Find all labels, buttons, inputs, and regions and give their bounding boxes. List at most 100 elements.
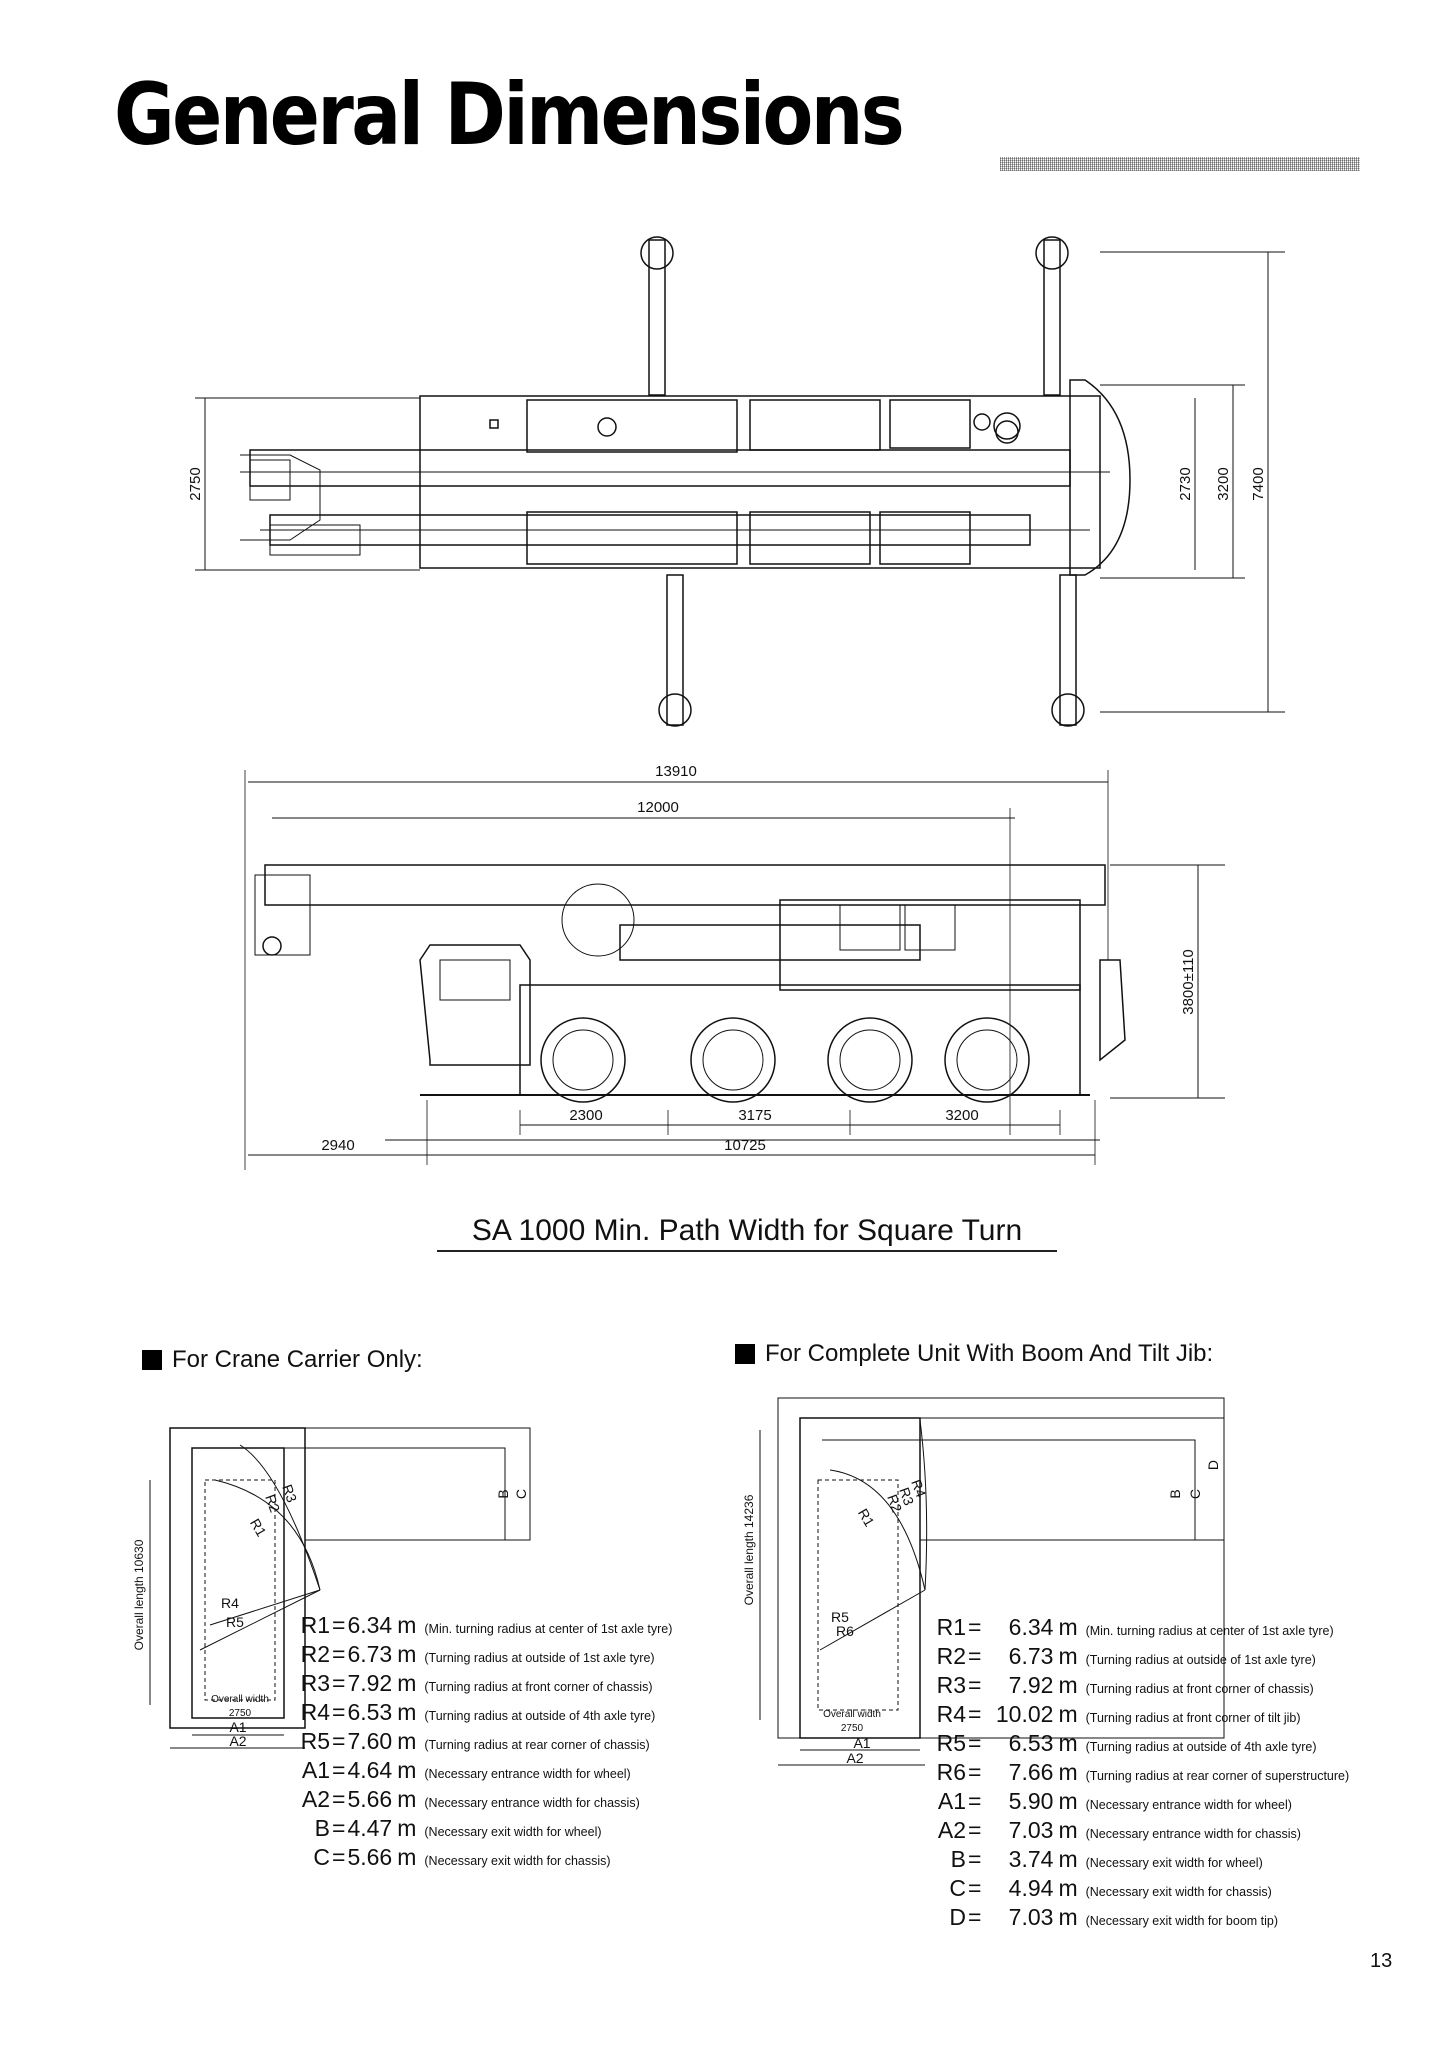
spec-description: (Turning radius at outside of 4th axle t…: [1085, 1740, 1317, 1754]
dim-2730: 2730: [1177, 467, 1194, 500]
label-a2-right: A2: [846, 1750, 863, 1766]
left-turn-diagram: R1 R2 R3 R4 R5 A1 A2 B C Overall length …: [132, 1427, 531, 1749]
spec-unit: m: [1058, 1672, 1078, 1698]
spec-symbol: B: [950, 1846, 966, 1872]
width-value-left: 2750: [229, 1708, 252, 1719]
label-r2-left: R2: [262, 1492, 283, 1514]
spec-equals: =: [968, 1643, 982, 1669]
spec-symbol: C: [313, 1844, 330, 1870]
spec-symbol: R2: [300, 1641, 330, 1667]
spec-equals: =: [968, 1817, 982, 1843]
spec-value: 5.66: [347, 1844, 393, 1870]
dim-3200-side: 3200: [945, 1107, 978, 1124]
spec-symbol: R4: [300, 1699, 330, 1725]
spec-value: 7.66: [1008, 1759, 1054, 1785]
spec-value: 6.34: [1008, 1614, 1054, 1640]
spec-symbol: B: [314, 1815, 330, 1841]
spec-description: (Necessary entrance width for chassis): [424, 1796, 640, 1810]
spec-unit: m: [1058, 1701, 1078, 1727]
square-bullet-icon: [142, 1350, 162, 1370]
spec-value: 5.66: [347, 1786, 393, 1812]
left-panel-heading: For Crane Carrier Only:: [142, 1346, 423, 1374]
spec-unit: m: [1058, 1643, 1078, 1669]
spec-unit: m: [397, 1612, 417, 1638]
spec-symbol: R5: [936, 1730, 966, 1756]
spec-description: (Necessary exit width for boom tip): [1085, 1914, 1279, 1928]
spec-description: (Necessary exit width for chassis): [424, 1854, 611, 1868]
spec-symbol: R2: [936, 1643, 966, 1669]
spec-value: 6.53: [347, 1699, 393, 1725]
spec-symbol: A1: [301, 1757, 330, 1783]
dim-7400: 7400: [1250, 467, 1267, 500]
overall-length-right: Overall length 14236: [742, 1494, 756, 1605]
label-r6-right: R6: [836, 1623, 854, 1639]
spec-description: (Necessary exit width for chassis): [1085, 1885, 1272, 1899]
spec-description: (Necessary entrance width for chassis): [1085, 1827, 1301, 1841]
spec-equals: =: [968, 1701, 982, 1727]
spec-equals: =: [332, 1844, 346, 1870]
label-r1-right: R1: [855, 1506, 878, 1530]
spec-value: 7.60: [347, 1728, 393, 1754]
spec-equals: =: [968, 1730, 982, 1756]
spec-symbol: A2: [301, 1786, 330, 1812]
spec-equals: =: [332, 1786, 346, 1812]
spec-equals: =: [968, 1904, 982, 1930]
square-bullet-icon: [735, 1344, 755, 1364]
right-turn-diagram: R1 R2 R3 R4 R5 R6 A1 A2 B C D Overall le…: [742, 1397, 1225, 1766]
spec-equals: =: [968, 1875, 982, 1901]
dim-3200-top: 3200: [1215, 467, 1232, 500]
spec-symbol: R3: [936, 1672, 966, 1698]
spec-value: 6.73: [347, 1641, 393, 1667]
spec-equals: =: [968, 1672, 982, 1698]
spec-description: (Turning radius at front corner of chass…: [1085, 1682, 1314, 1696]
spec-description: (Turning radius at rear corner of chassi…: [424, 1738, 650, 1752]
spec-value: 7.03: [1008, 1817, 1054, 1843]
spec-description: (Necessary entrance width for wheel): [424, 1767, 631, 1781]
spec-equals: =: [332, 1612, 346, 1638]
spec-symbol: C: [949, 1875, 966, 1901]
spec-equals: =: [332, 1728, 346, 1754]
label-r3-right: R3: [896, 1485, 917, 1507]
label-d-right: D: [1205, 1460, 1221, 1470]
spec-equals: =: [968, 1759, 982, 1785]
dim-2300: 2300: [569, 1107, 602, 1124]
label-c-left: C: [513, 1489, 529, 1499]
page-number: 13: [1370, 1950, 1393, 1972]
label-r2-right: R2: [884, 1492, 905, 1514]
spec-unit: m: [1058, 1759, 1078, 1785]
overall-width-left: Overall width: [211, 1694, 269, 1705]
spec-unit: m: [397, 1699, 417, 1725]
spec-symbol: D: [949, 1904, 966, 1930]
spec-value: 7.03: [1008, 1904, 1054, 1930]
spec-symbol: R6: [936, 1759, 966, 1785]
label-r4-right: R4: [908, 1477, 929, 1499]
spec-symbol: R1: [300, 1612, 330, 1638]
spec-symbol: R3: [300, 1670, 330, 1696]
dim-13910: 13910: [655, 763, 697, 780]
label-a1-left: A1: [229, 1719, 246, 1735]
spec-unit: m: [1058, 1788, 1078, 1814]
spec-description: (Turning radius at outside of 1st axle t…: [1085, 1653, 1316, 1667]
label-c-right: C: [1187, 1489, 1203, 1499]
spec-description: (Necessary exit width for wheel): [1085, 1856, 1263, 1870]
width-value-right: 2750: [841, 1723, 864, 1734]
spec-equals: =: [332, 1815, 346, 1841]
spec-unit: m: [397, 1786, 417, 1812]
spec-unit: m: [397, 1844, 417, 1870]
spec-description: (Necessary entrance width for wheel): [1085, 1798, 1292, 1812]
spec-equals: =: [332, 1757, 346, 1783]
path-width-title: SA 1000 Min. Path Width for Square Turn: [437, 1214, 1057, 1252]
spec-value: 7.92: [347, 1670, 393, 1696]
spec-symbol: R1: [936, 1614, 966, 1640]
